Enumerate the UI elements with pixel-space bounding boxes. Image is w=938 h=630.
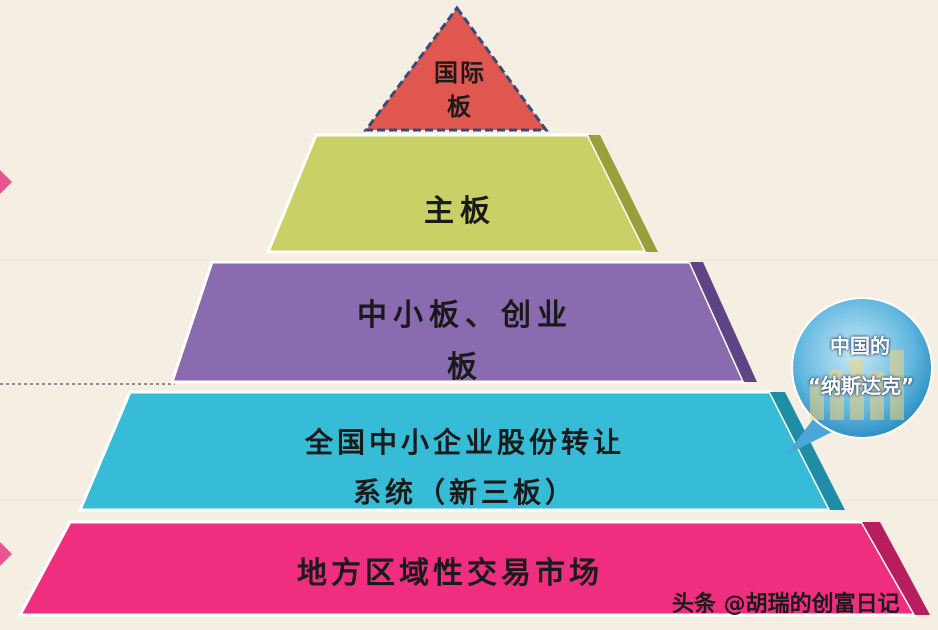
tier-1-face bbox=[363, 5, 549, 132]
tier-5-label: 地方区域性交易市场 bbox=[297, 556, 603, 591]
tier-1-label: 国际 板 bbox=[434, 58, 486, 121]
left-marker-top bbox=[0, 170, 12, 194]
tier-2-label: 主板 bbox=[424, 194, 496, 229]
callout-line-2: “纳斯达克” bbox=[807, 374, 915, 398]
callout-line-1: 中国的 bbox=[830, 334, 890, 358]
tier-5-side bbox=[862, 522, 930, 615]
tier-4-neeq bbox=[77, 390, 845, 512]
tier-4-label: 全国中小企业股份转让 系统（新三板） bbox=[304, 426, 625, 509]
tier-3-sme-chinext bbox=[169, 260, 757, 384]
tier-5-regional-market bbox=[17, 520, 930, 617]
tier-1-international-board bbox=[363, 5, 549, 132]
tier-4-side bbox=[770, 392, 845, 510]
left-marker-bottom bbox=[0, 542, 12, 566]
tier-2-side bbox=[588, 135, 658, 252]
tier-3-side bbox=[690, 262, 757, 382]
tier-3-label: 中小板、创业 板 bbox=[357, 298, 573, 385]
callout-bars-icon bbox=[810, 350, 904, 420]
tier-2-main-board bbox=[265, 133, 658, 254]
nasdaq-callout bbox=[786, 297, 933, 455]
watermark: 头条 @胡瑞的创富日记 bbox=[672, 592, 900, 617]
